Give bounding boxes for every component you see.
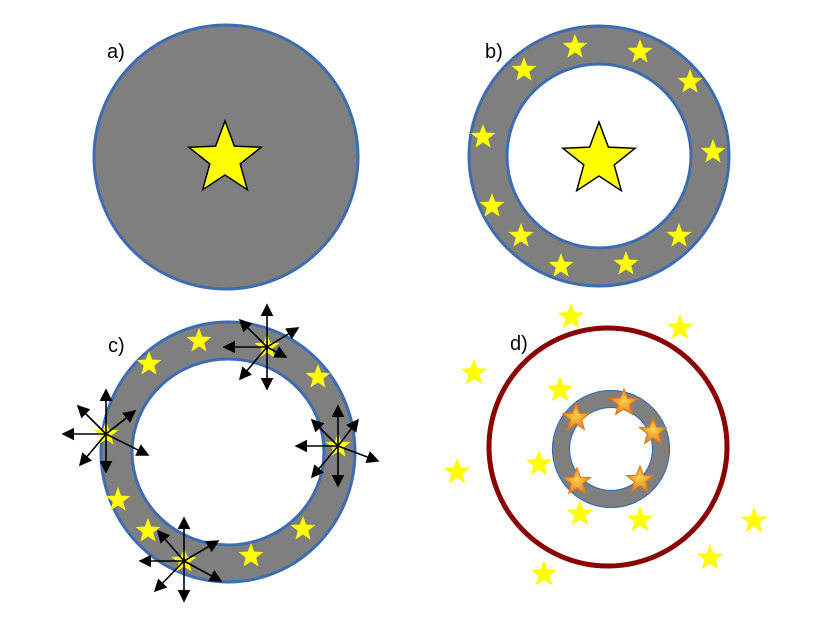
star-icon bbox=[666, 314, 694, 340]
star-icon bbox=[562, 34, 588, 58]
arrow bbox=[337, 445, 380, 464]
star-icon bbox=[625, 464, 655, 493]
panel-d-small-ring-inner-edge bbox=[568, 406, 654, 492]
panel-c-label: c) bbox=[108, 335, 125, 357]
panel-b: b) bbox=[467, 24, 731, 288]
panel-b-stars bbox=[470, 34, 726, 277]
star-icon bbox=[460, 359, 488, 385]
panel-d-label: d) bbox=[510, 333, 528, 355]
arrow bbox=[153, 560, 185, 593]
star-icon bbox=[561, 402, 591, 431]
star-icon bbox=[525, 450, 553, 476]
arrow bbox=[105, 433, 150, 456]
arrow bbox=[105, 410, 137, 435]
star-icon bbox=[443, 458, 471, 484]
arrow bbox=[310, 418, 339, 447]
panel-a: a) bbox=[92, 23, 360, 291]
panel-d: d) bbox=[443, 303, 768, 586]
star-icon bbox=[566, 500, 594, 526]
arrow bbox=[238, 318, 268, 348]
panel-d-stars bbox=[443, 303, 768, 586]
star-icon bbox=[546, 376, 574, 402]
arrow bbox=[266, 346, 288, 358]
arrow bbox=[310, 445, 339, 479]
arrow bbox=[76, 404, 107, 435]
star-icon bbox=[613, 251, 639, 275]
arrow bbox=[183, 540, 220, 562]
star-icon bbox=[290, 516, 316, 540]
arrow bbox=[156, 529, 185, 562]
panel-c: c) bbox=[61, 303, 380, 603]
star-icon bbox=[479, 193, 505, 217]
arrow bbox=[238, 346, 268, 381]
star-icon bbox=[105, 487, 131, 511]
arrow bbox=[266, 327, 300, 348]
panel-b-label: b) bbox=[485, 41, 503, 63]
star-icon bbox=[626, 506, 654, 532]
star-icon bbox=[638, 416, 668, 445]
arrow bbox=[183, 560, 223, 582]
star-icon bbox=[305, 364, 331, 388]
panel-c-arrows bbox=[61, 303, 380, 603]
star-icon bbox=[186, 118, 264, 192]
star-icon bbox=[135, 518, 161, 542]
star-icon bbox=[508, 223, 534, 247]
panel-d-small-ring-outer-edge bbox=[551, 389, 671, 509]
panel-d-big-ring bbox=[486, 325, 730, 569]
star-icon bbox=[700, 139, 726, 163]
star-icon bbox=[627, 39, 653, 63]
star-icon bbox=[548, 253, 574, 277]
star-icon bbox=[238, 543, 264, 567]
star-icon bbox=[740, 507, 768, 533]
star-icon bbox=[470, 124, 496, 148]
arrow bbox=[337, 418, 359, 447]
star-icon bbox=[666, 223, 692, 247]
star-icon bbox=[677, 69, 703, 93]
panel-c-inner-hole bbox=[130, 357, 326, 547]
star-icon bbox=[530, 560, 558, 586]
star-icon bbox=[560, 119, 638, 193]
arrow bbox=[78, 433, 107, 467]
star-icon bbox=[562, 466, 592, 495]
star-icon bbox=[511, 57, 537, 81]
panel-a-stars bbox=[186, 118, 264, 192]
star-icon bbox=[136, 351, 162, 375]
star-icon bbox=[696, 544, 724, 570]
panel-a-label: a) bbox=[107, 41, 125, 63]
star-icon bbox=[557, 303, 585, 329]
star-icon bbox=[186, 328, 212, 352]
star-icon bbox=[609, 387, 639, 416]
